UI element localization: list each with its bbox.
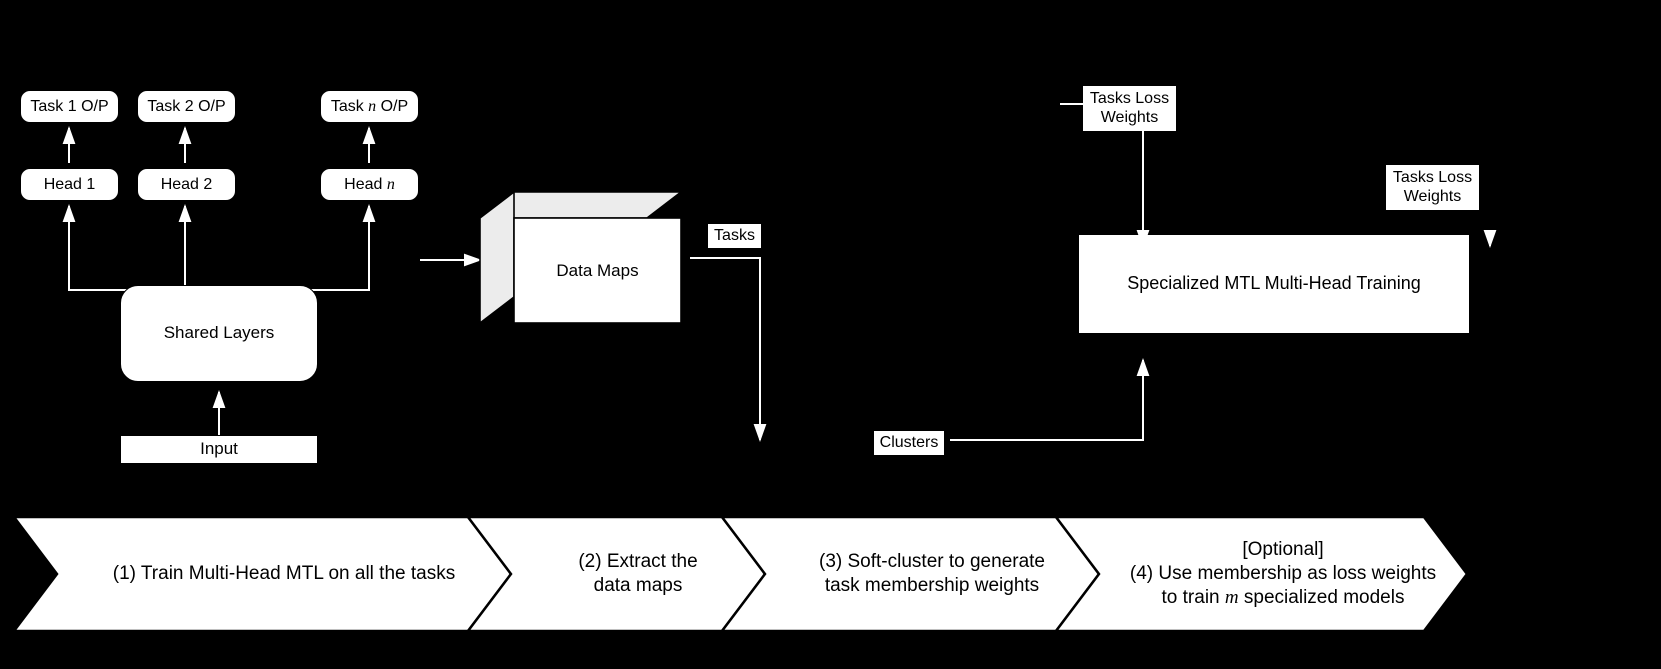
task-2-output-label: Task 2 O/P [147,97,226,115]
pipeline-step-4-line3: to train m specialized models [1161,586,1405,608]
head-1-label: Head 1 [43,175,96,193]
pipeline-chevron-4 [1053,515,1469,633]
pipeline-step-3-line1: (3) Soft-cluster to generate [819,551,1045,573]
math-n: n [368,97,377,115]
tasks-loss-weights-top-text: Tasks Loss Weights [1089,90,1170,126]
specialized-mtl-training-box[interactable]: Specialized MTL Multi-Head Training [1079,235,1469,333]
task-n-output-label: Task n O/P [330,97,409,115]
head-2-label: Head 2 [160,175,213,193]
input-label: Input [200,439,238,459]
pipeline-step-1-text[interactable]: (1) Train Multi-Head MTL on all the task… [57,517,511,631]
shared-layers-label: Shared Layers [163,323,275,343]
tasks-edge-label-text: Tasks [714,226,755,244]
pipeline-step-4-line1: [Optional] [1242,539,1324,561]
pipeline-step-3-line2: task membership weights [824,575,1040,596]
input-box[interactable]: Input [120,435,318,464]
tasks-edge-label: Tasks [708,224,761,248]
data-maps-label-wrap: Data Maps [514,218,681,323]
clusters-edge-label-text: Clusters [879,433,939,451]
specialized-mtl-training-label: Specialized MTL Multi-Head Training [1127,273,1421,293]
task-1-output-label: Task 1 O/P [30,97,109,115]
head-n-label: Head n [344,175,395,193]
pipeline-step-3-text[interactable]: (3) Soft-cluster to generate task member… [765,517,1099,631]
shared-layers-box[interactable]: Shared Layers [120,285,318,382]
task-2-output-box[interactable]: Task 2 O/P [137,90,236,123]
tasks-loss-weights-top-label: Tasks Loss Weights [1083,86,1176,131]
pipeline-step-2-line2: data maps [593,575,683,596]
pipeline-step-4-line2: (4) Use membership as loss weights [1129,563,1437,585]
task-n-output-box[interactable]: Task n O/P [320,90,419,123]
head-2-box[interactable]: Head 2 [137,168,236,201]
data-maps-label: Data Maps [556,260,639,280]
task-1-output-box[interactable]: Task 1 O/P [20,90,119,123]
data-maps-cube-svg [477,190,684,325]
pipeline-step-2-text[interactable]: (2) Extract the data maps [511,517,765,631]
data-maps-cube[interactable]: Data Maps [477,190,684,325]
math-m: m [1224,586,1239,608]
pipeline-step-2-line1: (2) Extract the [578,551,698,573]
head-1-box[interactable]: Head 1 [20,168,119,201]
tasks-loss-weights-right-label: Tasks Loss Weights [1386,165,1479,210]
clusters-edge-label: Clusters [874,431,944,455]
pipeline-step-1-line1: (1) Train Multi-Head MTL on all the task… [112,563,456,585]
tasks-loss-weights-right-text: Tasks Loss Weights [1392,169,1473,205]
head-n-box[interactable]: Head n [320,168,419,201]
math-n: n [386,175,395,193]
pipeline-step-4-text[interactable]: [Optional] (4) Use membership as loss we… [1099,517,1467,631]
